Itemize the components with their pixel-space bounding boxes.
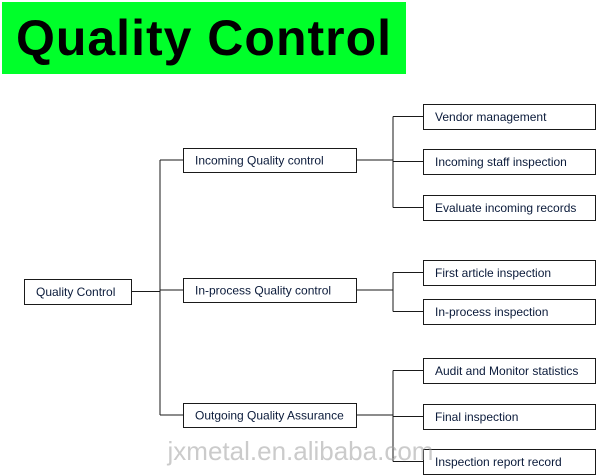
leaf-box-in-process-inspection-label: In-process inspection — [435, 305, 548, 319]
leaf-box-final-inspection-label: Final inspection — [435, 410, 518, 424]
leaf-box-vendor-management-frame — [423, 104, 596, 130]
leaf-box-vendor-management: Vendor management — [423, 104, 596, 130]
leaf-box-inspection-report-record-frame — [423, 449, 596, 475]
leaf-box-first-article-inspection: First article inspection — [423, 260, 596, 286]
branch-box-in-process-quality-control-label: In-process Quality control — [195, 284, 331, 298]
leaf-box-incoming-staff-inspection-label: Incoming staff inspection — [435, 155, 567, 169]
leaf-box-incoming-staff-inspection: Incoming staff inspection — [423, 149, 596, 175]
root-box-quality-control: Quality Control — [24, 279, 132, 305]
branch-box-outgoing-quality-assurance: Outgoing Quality Assurance — [183, 403, 357, 428]
branch-box-in-process-quality-control: In-process Quality control — [183, 278, 357, 303]
leaf-box-incoming-staff-inspection-frame — [423, 149, 596, 175]
leaf-box-final-inspection: Final inspection — [423, 404, 596, 430]
title-banner: Quality Control — [2, 2, 406, 74]
leaf-box-evaluate-incoming-records-label: Evaluate incoming records — [435, 201, 576, 215]
branch-box-incoming-quality-control-label: Incoming Quality control — [195, 154, 324, 168]
branch-box-in-process-quality-control-frame — [183, 278, 357, 303]
leaf-box-vendor-management-label: Vendor management — [435, 110, 547, 124]
watermark: jxmetal.en.alibaba.com — [167, 436, 434, 466]
leaf-box-audit-and-monitor-statistics-label: Audit and Monitor statistics — [435, 364, 578, 378]
leaf-box-evaluate-incoming-records-frame — [423, 195, 596, 221]
root-box-quality-control-frame — [24, 279, 132, 305]
leaf-box-audit-and-monitor-statistics-frame — [423, 358, 596, 384]
title-text: Quality Control — [15, 10, 393, 66]
leaf-box-inspection-report-record-label: Inspection report record — [435, 455, 562, 469]
leaf-box-in-process-inspection: In-process inspection — [423, 299, 596, 325]
root-box-quality-control-label: Quality Control — [36, 285, 115, 299]
leaf-box-evaluate-incoming-records: Evaluate incoming records — [423, 195, 596, 221]
leaf-box-final-inspection-frame — [423, 404, 596, 430]
leaf-box-in-process-inspection-frame — [423, 299, 596, 325]
branch-box-incoming-quality-control: Incoming Quality control — [183, 148, 357, 173]
leaf-box-first-article-inspection-frame — [423, 260, 596, 286]
leaf-box-audit-and-monitor-statistics: Audit and Monitor statistics — [423, 358, 596, 384]
branch-box-outgoing-quality-assurance-frame — [183, 403, 357, 428]
leaf-box-first-article-inspection-label: First article inspection — [435, 266, 551, 280]
leaf-box-inspection-report-record: Inspection report record — [423, 449, 596, 475]
branch-box-incoming-quality-control-frame — [183, 148, 357, 173]
branch-box-outgoing-quality-assurance-label: Outgoing Quality Assurance — [195, 409, 344, 423]
